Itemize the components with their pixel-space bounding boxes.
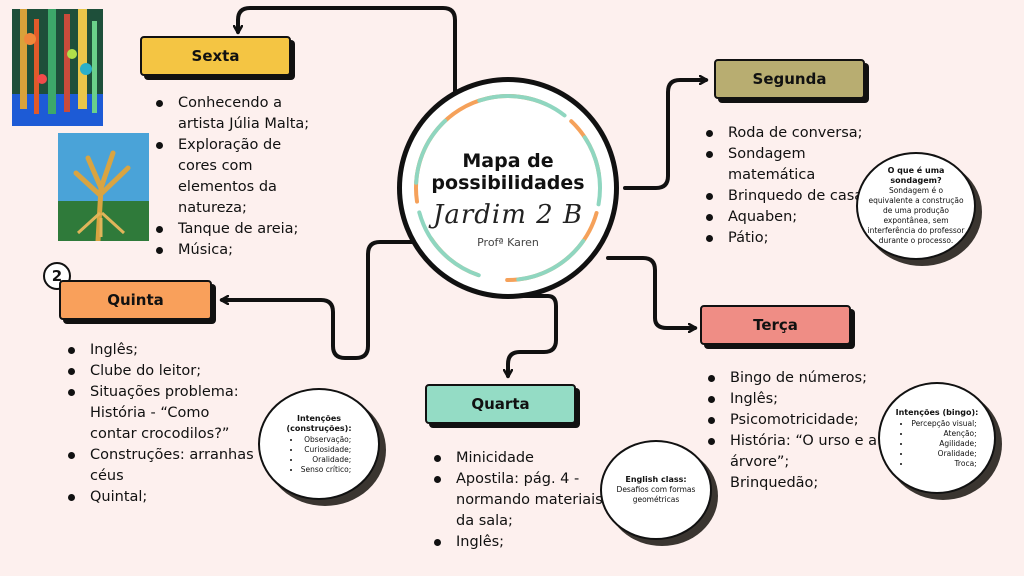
list-item: Agilidade; [911, 439, 976, 449]
list-item: Minicidade [430, 448, 608, 469]
list-item: História: “O urso e a árvore”; [704, 431, 879, 473]
list-item: Oralidade; [911, 449, 977, 459]
day-header-quinta: Quinta [59, 280, 212, 320]
day-header-segunda: Segunda [714, 59, 865, 99]
list-item: Observação; [301, 435, 351, 445]
map-title: Mapa de possibilidades [431, 150, 585, 194]
hub-decorative-ring [414, 94, 602, 282]
list-item: Clube do leitor; [64, 361, 259, 382]
task-list-segunda: Roda de conversa; Sondagem matemática Br… [702, 123, 872, 249]
list-item: Bingo de números; [704, 368, 879, 389]
list-item: Atenção; [911, 429, 977, 439]
note-text: Sondagem é o equivalente a construção de… [867, 186, 965, 245]
task-list-quinta: Inglês; Clube do leitor; Situações probl… [64, 340, 259, 508]
note-title: Intenções (construções): [286, 413, 352, 433]
day-label-sexta: Sexta [191, 47, 240, 65]
list-item: Oralidade; [301, 455, 351, 465]
list-item: Psicomotricidade; [704, 410, 879, 431]
list-item: Pátio; [702, 228, 872, 249]
list-item: Curiosidade; [301, 445, 351, 455]
list-item: Exploração de cores com elementos da nat… [152, 135, 317, 219]
day-label-terca: Terça [753, 316, 798, 334]
connector-terca [606, 256, 695, 328]
list-item: Percepção visual; [911, 419, 976, 429]
connector-quarta [508, 294, 558, 376]
list-item: Construções: arranhas céus [64, 445, 259, 487]
list-item: Situações problema: História - “Como con… [64, 382, 259, 445]
central-hub: Mapa de possibilidades Jardim 2 B Profª … [397, 77, 619, 299]
day-label-segunda: Segunda [752, 70, 827, 88]
note-bingo: Intenções (bingo): Percepção visual; Ate… [878, 382, 996, 494]
teacher-name: Profª Karen [477, 236, 539, 249]
list-item: Senso crítico; [301, 465, 352, 475]
list-item: Brinquedão; [704, 473, 879, 494]
connector-segunda [623, 80, 706, 190]
list-item: Inglês; [64, 340, 259, 361]
list-item: Inglês; [430, 532, 608, 553]
note-title: O que é uma sondagem? [887, 166, 945, 185]
list-item: Troca; [911, 459, 976, 469]
list-item: Quintal; [64, 487, 259, 508]
note-list: Observação; Curiosidade; Oralidade; Sens… [287, 435, 352, 475]
task-list-terca: Bingo de números; Inglês; Psicomotricida… [704, 368, 879, 494]
list-item: Música; [152, 240, 317, 261]
list-item: Aquaben; [702, 207, 872, 228]
artwork-forest-image [12, 9, 103, 126]
list-item: Conhecendo a artista Júlia Malta; [152, 93, 317, 135]
note-sondagem: O que é uma sondagem? Sondagem é o equiv… [856, 152, 976, 260]
list-item: Sondagem matemática [702, 144, 872, 186]
list-item: Inglês; [704, 389, 879, 410]
day-header-sexta: Sexta [140, 36, 291, 76]
note-text: Desafios com formas geométricas [616, 485, 696, 504]
list-item: Apostila: pág. 4 - normando materiais da… [430, 469, 608, 532]
task-list-sexta: Conhecendo a artista Júlia Malta; Explor… [152, 93, 317, 261]
day-header-quarta: Quarta [425, 384, 576, 424]
note-english: English class: Desafios com formas geomé… [600, 440, 712, 540]
list-item: Roda de conversa; [702, 123, 872, 144]
day-label-quinta: Quinta [107, 291, 164, 309]
list-item: Brinquedo de casa; [702, 186, 872, 207]
artwork-tree-image [58, 133, 149, 241]
connector-quinta [222, 240, 414, 360]
class-name: Jardim 2 B [432, 200, 584, 230]
task-list-quarta: Minicidade Apostila: pág. 4 - normando m… [430, 448, 608, 553]
list-item: Tanque de areia; [152, 219, 317, 240]
note-title: Intenções (bingo): [895, 407, 979, 417]
note-list: Percepção visual; Atenção; Agilidade; Or… [897, 419, 976, 469]
note-construcoes: Intenções (construções): Observação; Cur… [258, 388, 380, 500]
connector-sexta [238, 6, 457, 130]
day-label-quarta: Quarta [471, 395, 530, 413]
day-header-terca: Terça [700, 305, 851, 345]
note-title: English class: [625, 475, 687, 484]
